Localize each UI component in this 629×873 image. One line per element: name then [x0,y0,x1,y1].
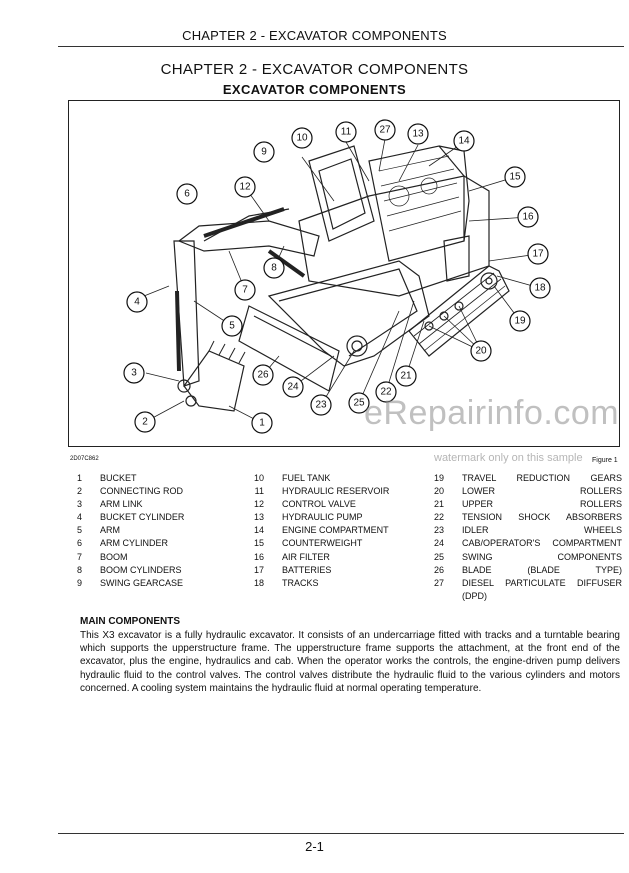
svg-text:6: 6 [184,189,190,200]
callout-5: 5 [221,315,243,337]
callout-11: 11 [335,121,357,143]
callout-17: 17 [527,243,549,265]
callout-10: 10 [291,127,313,149]
callout-24: 24 [282,376,304,398]
callout-15: 15 [504,166,526,188]
svg-text:17: 17 [532,249,544,260]
callout-18: 18 [529,277,551,299]
figure-label: Figure 1 [592,457,618,464]
svg-text:3: 3 [131,368,137,379]
callout-26: 26 [252,364,274,386]
arm-cylinder [203,207,285,238]
arm [173,240,200,387]
excavator-figure: 1 2 3 4 5 6 7 8 9 10 11 12 13 14 15 16 1… [68,100,620,447]
running-header: CHAPTER 2 - EXCAVATOR COMPONENTS [182,28,447,43]
svg-text:12: 12 [239,182,251,193]
svg-text:4: 4 [134,297,140,308]
callout-14: 14 [453,130,475,152]
svg-text:15: 15 [509,172,521,183]
callout-21: 21 [395,365,417,387]
svg-text:9: 9 [261,147,267,158]
svg-text:1: 1 [259,418,265,429]
main-components-paragraph: This X3 excavator is a fully hydraulic e… [80,630,620,694]
figure-code: 2D07C862 [70,456,99,462]
callout-19: 19 [509,310,531,332]
svg-text:11: 11 [341,127,352,138]
section-title: EXCAVATOR COMPONENTS [222,82,407,97]
svg-text:21: 21 [400,371,412,382]
callout-3: 3 [123,362,145,384]
bucket-cylinder [175,290,181,372]
callout-16: 16 [517,206,539,228]
svg-text:19: 19 [514,316,526,327]
svg-text:16: 16 [522,212,534,223]
track-right [408,265,510,357]
callout-1: 1 [251,412,273,434]
svg-text:23: 23 [315,400,327,411]
svg-text:22: 22 [380,387,392,398]
svg-text:14: 14 [458,136,470,147]
svg-text:25: 25 [353,398,365,409]
svg-text:26: 26 [257,370,269,381]
svg-text:27: 27 [379,125,391,136]
chapter-title: CHAPTER 2 - EXCAVATOR COMPONENTS [160,61,469,78]
blade [238,305,340,392]
svg-text:18: 18 [534,283,546,294]
svg-text:10: 10 [296,133,308,144]
footer-rule [58,833,624,834]
svg-text:7: 7 [242,285,248,296]
callout-2: 2 [134,411,156,433]
page-number: 2-1 [305,839,324,854]
svg-text:5: 5 [229,321,235,332]
cab [308,145,375,242]
callout-6: 6 [176,183,198,205]
callout-22: 22 [375,381,397,403]
callout-23: 23 [310,394,332,416]
excavator-illustration: 1 2 3 4 5 6 7 8 9 10 11 12 13 14 15 16 1… [123,119,551,434]
svg-text:8: 8 [271,263,277,274]
callout-9: 9 [253,141,275,163]
bucket [183,350,245,412]
svg-text:20: 20 [475,346,487,357]
engine-compartment [368,145,465,262]
main-components-heading: MAIN COMPONENTS [80,616,180,627]
callout-7: 7 [234,279,256,301]
callout-4: 4 [126,291,148,313]
svg-text:13: 13 [412,129,424,140]
svg-text:24: 24 [287,382,299,393]
callouts: 1 2 3 4 5 6 7 8 9 10 11 12 13 14 15 16 1… [123,119,551,434]
callout-20: 20 [470,340,492,362]
callout-25: 25 [348,392,370,414]
boom [177,220,320,257]
watermark: eRepairinfo.com [364,394,620,432]
watermark-note: watermark only on this sample [434,452,583,464]
upperstructure [298,175,490,297]
header-rule [58,46,624,47]
callout-27: 27 [374,119,396,141]
callout-12: 12 [234,176,256,198]
callout-13: 13 [407,123,429,145]
track-left [267,260,430,367]
svg-text:2: 2 [142,417,148,428]
callout-8: 8 [263,257,285,279]
